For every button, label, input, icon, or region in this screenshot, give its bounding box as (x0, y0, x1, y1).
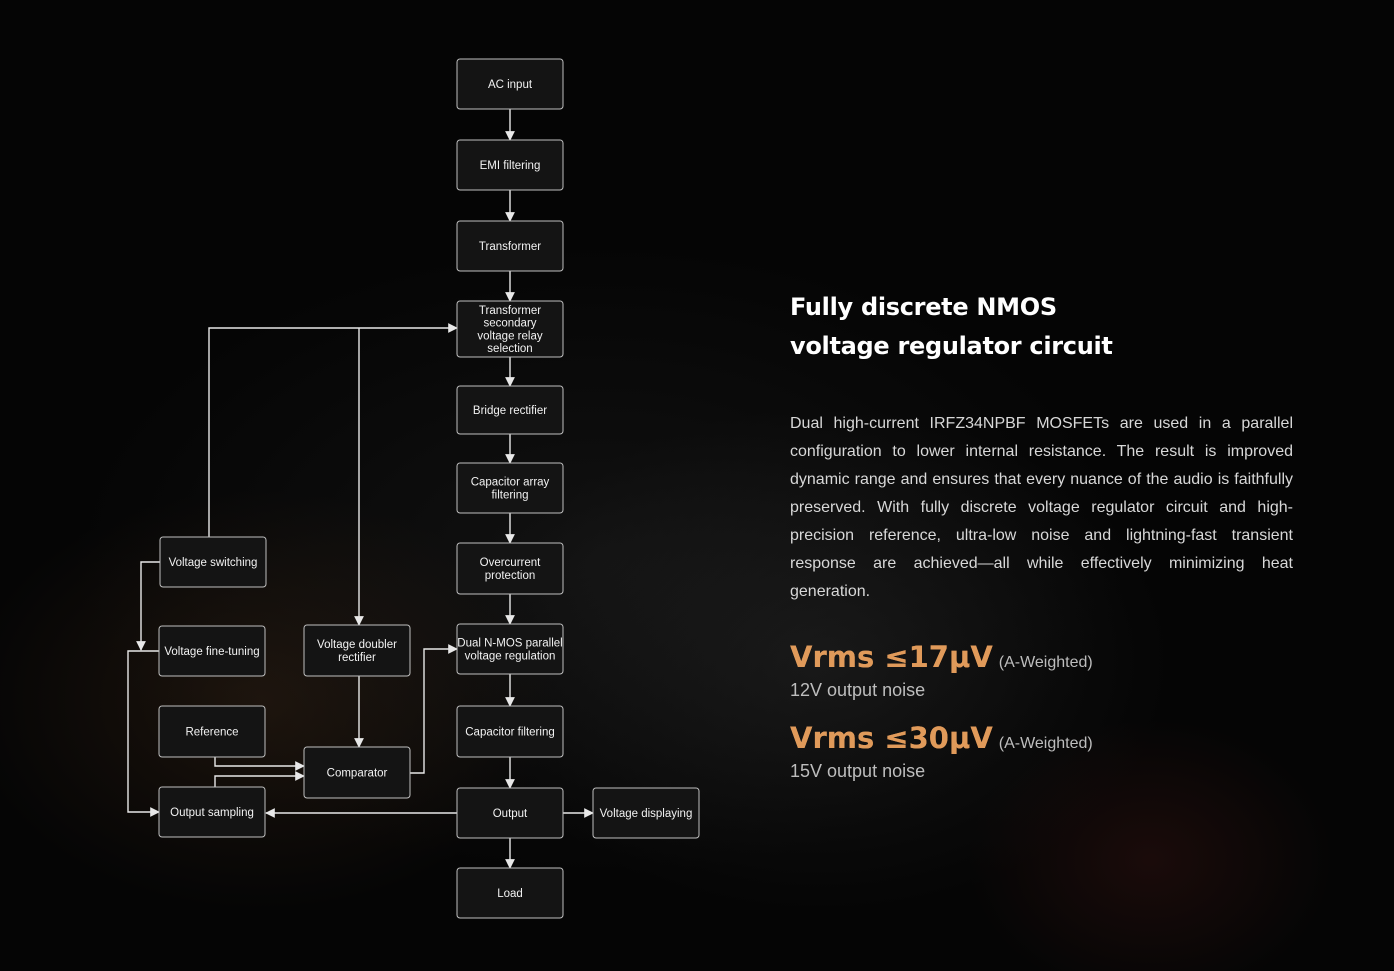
panel-description: Dual high-current IRFZ34NPBF MOSFETs are… (790, 415, 1293, 600)
node-comparator: Comparator (303, 746, 411, 799)
spec-15v-label: 15V output noise (790, 761, 926, 781)
node-box (456, 542, 564, 595)
node-box (456, 867, 564, 919)
spec-15v: Vrms ≤30μV (A-Weighted) 15V output noise (790, 721, 1293, 782)
edge-output-sampling-to-comparator (214, 771, 305, 787)
node-label: Bridge rectifier (473, 405, 547, 417)
spec-15v-value: Vrms ≤30μV (790, 721, 993, 755)
panel-title: Fully discrete NMOS voltage regulator ci… (790, 288, 1293, 366)
node-label: Voltage doubler (317, 639, 397, 651)
node-ac-input: AC input (456, 58, 564, 110)
node-box (456, 705, 564, 758)
node-label: filtering (491, 489, 528, 501)
spec-12v-weighting: (A-Weighted) (998, 654, 1093, 671)
node-label: selection (487, 343, 532, 355)
node-box (456, 139, 564, 191)
node-label: Capacitor filtering (465, 727, 554, 739)
node-label: Voltage fine-tuning (164, 646, 259, 658)
node-label: voltage regulation (465, 650, 556, 662)
node-label: rectifier (338, 652, 376, 664)
node-output: Output (456, 787, 564, 839)
panel-title-line2: voltage regulator circuit (790, 332, 1113, 360)
node-box (456, 300, 564, 358)
node-transformer: Transformer (456, 220, 564, 272)
node-label: Reference (185, 727, 238, 739)
edge-reference-to-comparator (214, 757, 305, 771)
node-box (456, 462, 564, 514)
edge-comparator-to-nmos-regulation (410, 644, 458, 774)
node-label: Load (497, 888, 523, 900)
info-panel: Fully discrete NMOS voltage regulator ci… (790, 288, 1293, 782)
node-box (456, 385, 564, 435)
node-label: Voltage switching (169, 557, 258, 569)
node-label: EMI filtering (480, 160, 541, 172)
node-label: Capacitor array (471, 477, 550, 489)
node-load: Load (456, 867, 564, 919)
node-reference: Reference (158, 705, 266, 758)
spec-12v-label: 12V output noise (790, 680, 926, 700)
node-box (456, 220, 564, 272)
edge-voltage-fine-tuning-to-output-sampling (127, 650, 160, 817)
node-box (456, 787, 564, 839)
node-voltage-switching: Voltage switching (159, 536, 267, 588)
node-box (592, 787, 700, 839)
node-label: Transformer (479, 305, 541, 317)
node-voltage-displaying: Voltage displaying (592, 787, 700, 839)
node-label: secondary (483, 318, 536, 330)
node-capacitor-filtering: Capacitor filtering (456, 705, 564, 758)
node-box (456, 58, 564, 110)
node-label: Output sampling (170, 807, 254, 819)
node-label: Dual N-MOS parallel (457, 638, 562, 650)
node-label: Overcurrent (480, 557, 542, 569)
node-bridge-rectifier: Bridge rectifier (456, 385, 564, 435)
node-label: AC input (488, 79, 533, 91)
spec-12v-value: Vrms ≤17μV (790, 640, 993, 674)
node-box (158, 705, 266, 758)
node-box (303, 746, 411, 799)
node-output-sampling: Output sampling (158, 786, 266, 838)
node-box (158, 625, 266, 677)
edge-voltage-switching-to-voltage-fine-tuning (136, 561, 160, 651)
node-box (303, 624, 411, 677)
node-emi-filtering: EMI filtering (456, 139, 564, 191)
spec-15v-weighting: (A-Weighted) (998, 735, 1093, 752)
node-box (159, 536, 267, 588)
edge-voltage-switching-to-relay-selection (208, 323, 458, 537)
node-box (456, 623, 564, 675)
node-label: protection (485, 570, 536, 582)
node-label: Voltage displaying (600, 808, 693, 820)
node-label: Comparator (327, 768, 388, 780)
node-box (158, 786, 266, 838)
spec-12v: Vrms ≤17μV (A-Weighted) 12V output noise (790, 640, 1293, 701)
node-label: voltage relay (477, 330, 542, 342)
node-label: Transformer (479, 241, 541, 253)
node-label: Output (493, 808, 528, 820)
panel-title-line1: Fully discrete NMOS (790, 293, 1057, 321)
node-voltage-fine-tuning: Voltage fine-tuning (158, 625, 266, 677)
